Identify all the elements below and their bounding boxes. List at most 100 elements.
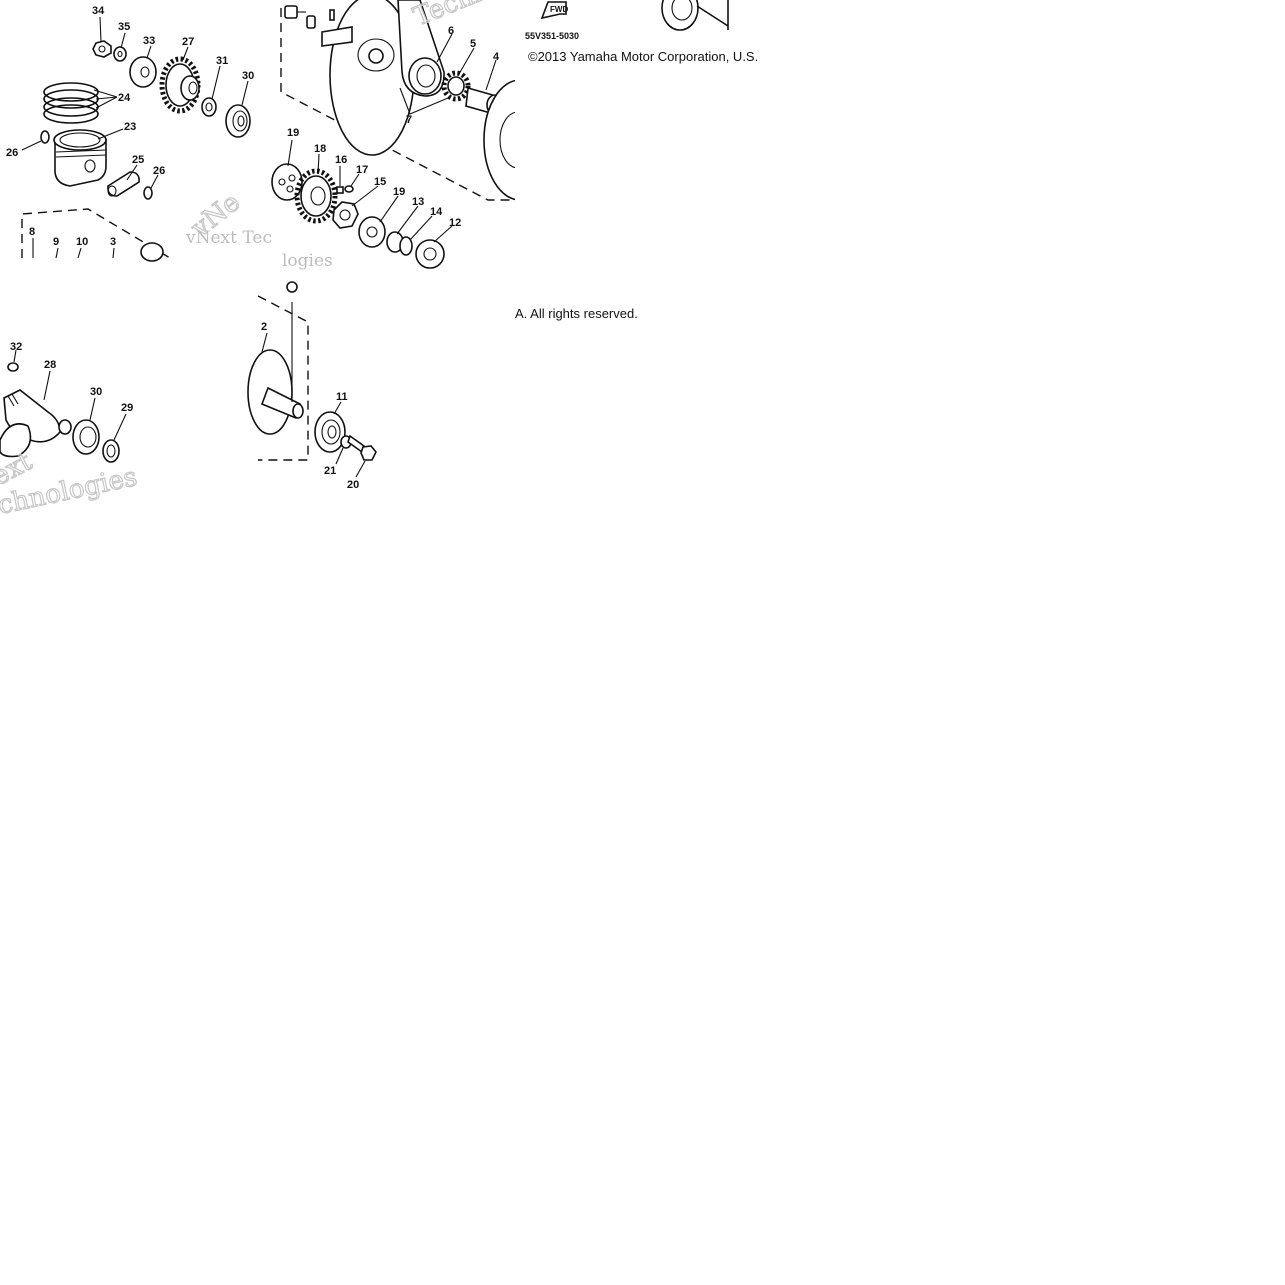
part-labels-top-left: 34 35 33 27 31 30 24 23 26 25 26 8 9 10 … bbox=[6, 5, 254, 248]
label-25: 25 bbox=[132, 154, 144, 166]
washer-14 bbox=[399, 236, 413, 256]
tile-copyright-top: FWD 55V351-5030 ©2013 Yamaha Motor Corpo… bbox=[525, 0, 790, 70]
label-5: 5 bbox=[470, 38, 476, 50]
copyright-line-1: ©2013 Yamaha Motor Corporation, U.S. bbox=[528, 49, 758, 64]
circlip-26-right bbox=[143, 186, 153, 200]
nut-34 bbox=[92, 40, 112, 58]
washer-35 bbox=[113, 46, 127, 62]
label-14: 14 bbox=[430, 206, 443, 218]
label-24: 24 bbox=[118, 92, 131, 104]
label-9: 9 bbox=[53, 236, 59, 248]
label-28: 28 bbox=[44, 359, 56, 371]
leader-30 bbox=[89, 397, 96, 421]
label-12: 12 bbox=[449, 217, 461, 229]
plate-19-left bbox=[271, 163, 303, 201]
tile-background bbox=[515, 0, 1285, 258]
bearing-12-bore bbox=[423, 247, 437, 261]
bearing-11 bbox=[314, 411, 346, 453]
label-30: 30 bbox=[90, 386, 102, 398]
label-4: 4 bbox=[493, 51, 500, 63]
dashed-frame-crank-bottom bbox=[257, 295, 309, 461]
label-10: 10 bbox=[76, 236, 88, 248]
plate-19-right bbox=[358, 216, 386, 248]
label-33: 33 bbox=[143, 35, 155, 47]
tile-crank-right-side: logies 2 11 21 20 bbox=[247, 251, 377, 491]
leader-21 bbox=[335, 447, 344, 465]
bearing-12 bbox=[415, 239, 445, 269]
label-8: 8 bbox=[29, 226, 35, 238]
label-6: 6 bbox=[448, 25, 454, 37]
tile-balancer-shaft: 32 28 30 29 ext chnologies bbox=[0, 341, 140, 521]
key-32 bbox=[7, 362, 19, 372]
label-19: 19 bbox=[287, 127, 299, 139]
label-23: 23 bbox=[124, 121, 136, 133]
needle-bearing-5 bbox=[441, 70, 471, 102]
hub-15 bbox=[332, 201, 359, 229]
label-7: 7 bbox=[406, 114, 412, 126]
bolt-top bbox=[284, 5, 306, 19]
crank-shaft-stub bbox=[321, 26, 353, 47]
fwd-mark: FWD bbox=[550, 5, 568, 14]
leader-lines-bottom-left bbox=[32, 238, 115, 259]
spring-17 bbox=[344, 185, 354, 193]
label-32: 32 bbox=[10, 341, 22, 353]
label-30: 30 bbox=[242, 70, 254, 82]
label-29: 29 bbox=[121, 402, 133, 414]
spring-pin bbox=[306, 15, 316, 29]
label-26: 26 bbox=[153, 165, 165, 177]
leader-lines-top-middle bbox=[399, 33, 497, 115]
label-13: 13 bbox=[412, 196, 424, 208]
label-3: 3 bbox=[110, 236, 116, 248]
crank-part-3 bbox=[140, 242, 164, 262]
label-35: 35 bbox=[118, 21, 130, 33]
label-31: 31 bbox=[216, 55, 228, 67]
bearing-30-top bbox=[225, 104, 251, 138]
bearing-30-bottom bbox=[72, 419, 100, 455]
leader-32 bbox=[13, 349, 17, 363]
label-26: 26 bbox=[6, 147, 18, 159]
label-27: 27 bbox=[182, 36, 194, 48]
bolt-20 bbox=[347, 434, 377, 461]
leader-29 bbox=[113, 413, 127, 441]
watermark-text: logies bbox=[282, 251, 333, 271]
gear-18 bbox=[294, 168, 338, 224]
label-11: 11 bbox=[336, 391, 348, 403]
balancer-shaft-28 bbox=[0, 389, 72, 458]
tile-crankshaft-assembly: 6 5 4 7 bbox=[271, 0, 557, 269]
crank-web-2 bbox=[247, 349, 304, 435]
dashed-frame-crank-left bbox=[21, 208, 171, 259]
circlip-26-left bbox=[40, 130, 50, 144]
leader-20 bbox=[355, 460, 366, 478]
piston-rings-24 bbox=[43, 82, 99, 124]
sprocket-27 bbox=[159, 56, 201, 114]
watermark-text: vNext Tec bbox=[185, 228, 272, 248]
label-34: 34 bbox=[92, 5, 105, 17]
label-18: 18 bbox=[314, 143, 326, 155]
fwd-arrow-icon: FWD bbox=[540, 1, 568, 20]
label-20: 20 bbox=[347, 479, 359, 491]
crop-mask bbox=[770, 40, 790, 70]
plug bbox=[286, 281, 298, 293]
leader-lines-middle-cluster bbox=[287, 139, 453, 243]
washer-31 bbox=[201, 97, 217, 117]
pin-16 bbox=[336, 186, 344, 194]
leader-lines-top-left bbox=[21, 16, 249, 189]
leader-2 bbox=[261, 332, 268, 353]
label-21: 21 bbox=[324, 465, 336, 477]
washer-33 bbox=[129, 56, 157, 88]
label-15: 15 bbox=[374, 176, 386, 188]
connecting-rod-6 bbox=[397, 0, 445, 97]
leader-28 bbox=[43, 370, 51, 401]
label-19: 19 bbox=[393, 186, 405, 198]
label-2: 2 bbox=[261, 321, 267, 333]
tile-piston-camshaft: 34 35 33 27 31 30 24 23 26 25 26 8 9 10 … bbox=[6, 5, 272, 262]
bearing-partial-top-right bbox=[661, 0, 729, 31]
piston-23 bbox=[53, 129, 107, 187]
diagram-code: 55V351-5030 bbox=[525, 31, 579, 41]
label-16: 16 bbox=[335, 154, 347, 166]
washer-29 bbox=[102, 439, 120, 463]
dowel-pin bbox=[329, 9, 335, 21]
leader-11 bbox=[333, 401, 342, 415]
label-17: 17 bbox=[356, 164, 368, 176]
